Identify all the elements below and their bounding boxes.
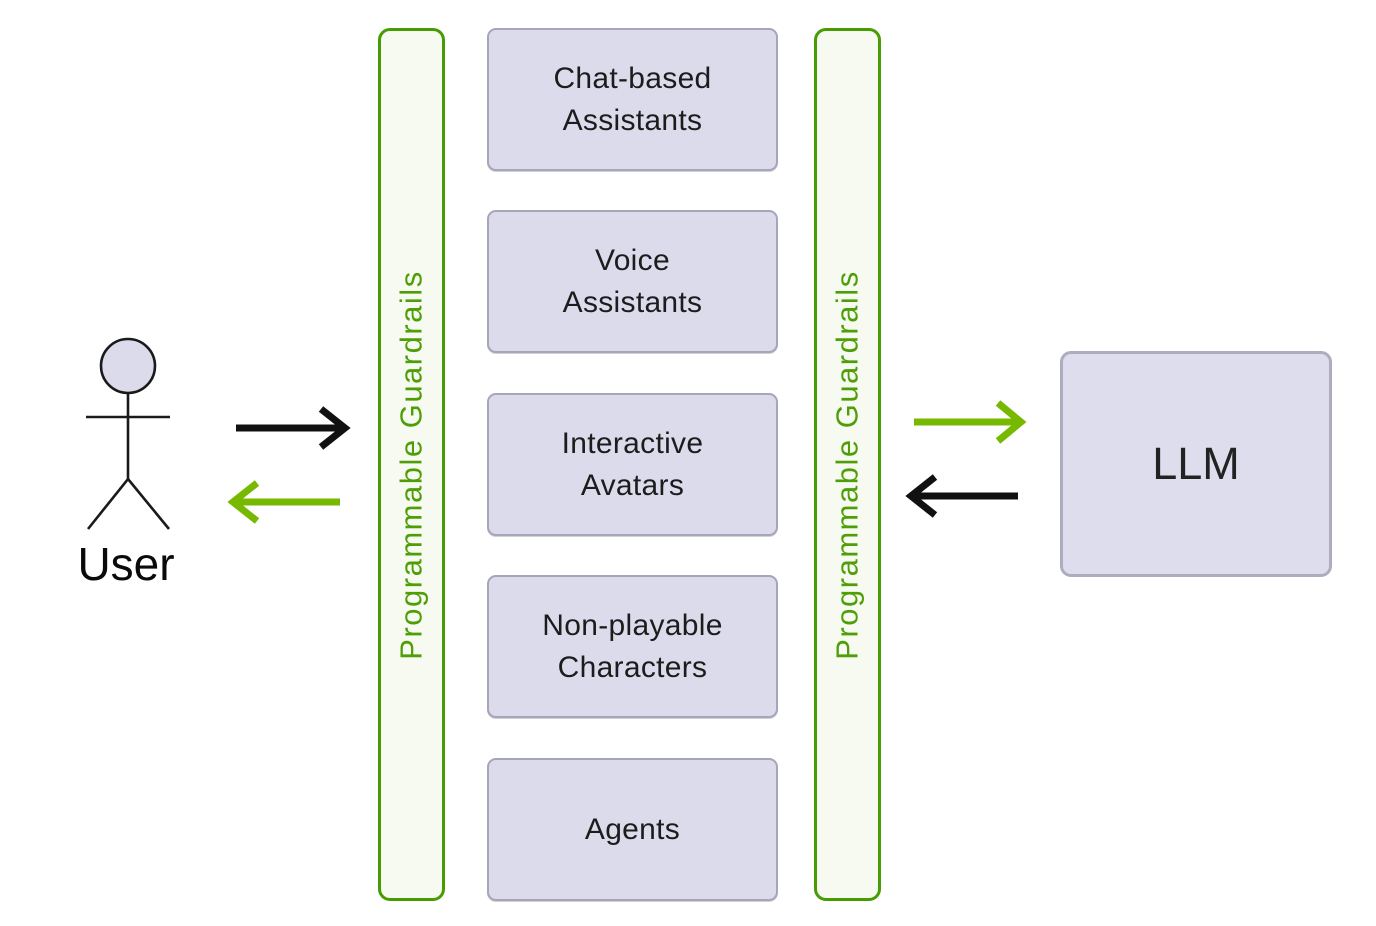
stick-figure-leg-left <box>86 478 130 530</box>
app-box-chat-based-assistants: Chat-based Assistants <box>487 28 778 171</box>
guardrail-bar-right: Programmable Guardrails <box>814 28 881 901</box>
app-box-label: Agents <box>584 812 681 846</box>
guardrail-right-label: Programmable Guardrails <box>829 269 865 660</box>
arrow-user-to-guardrails <box>236 406 351 450</box>
user-stick-figure-icon <box>86 337 171 530</box>
app-box-agents: Agents <box>487 758 778 901</box>
guardrail-bar-left: Programmable Guardrails <box>378 28 445 901</box>
app-box-label: Interactive Avatars <box>561 426 704 502</box>
stick-figure-leg-right <box>126 478 171 530</box>
app-box-label: Chat-based Assistants <box>553 61 712 137</box>
arrow-guardrails-to-user <box>227 480 340 524</box>
stick-figure-head <box>99 337 157 395</box>
app-box-label: Non-playable Characters <box>542 608 723 684</box>
arrow-llm-to-guardrails <box>905 474 1018 518</box>
guardrail-left-label: Programmable Guardrails <box>393 269 429 660</box>
llm-box: LLM <box>1060 351 1332 577</box>
arrow-guardrails-to-llm <box>914 400 1027 444</box>
app-box-label: Voice Assistants <box>562 243 703 319</box>
app-box-voice-assistants: Voice Assistants <box>487 210 778 353</box>
app-box-interactive-avatars: Interactive Avatars <box>487 393 778 536</box>
llm-label: LLM <box>1152 438 1240 489</box>
app-box-non-playable-characters: Non-playable Characters <box>487 575 778 718</box>
user-label: User <box>77 538 175 590</box>
